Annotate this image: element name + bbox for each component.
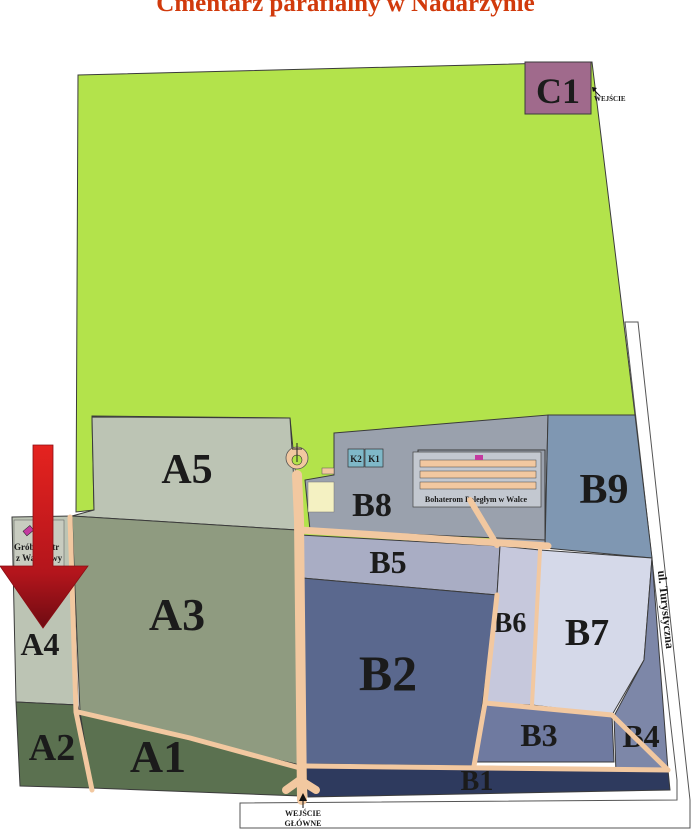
section-b3-label: B3 (520, 717, 557, 753)
section-b4-label: B4 (622, 718, 659, 754)
chapel-k2-label: K2 (350, 454, 362, 464)
section-b7-label: B7 (565, 612, 609, 654)
memorial-row-1 (419, 459, 537, 468)
map-title: Cmentarz parafialny w Nadarzynie (156, 0, 535, 17)
section-b1-label: B1 (461, 766, 494, 797)
section-c1-label: C1 (536, 71, 580, 111)
chapel-k1[interactable] (364, 448, 384, 468)
memorial-cross (475, 455, 483, 460)
section-a4-label: A4 (20, 626, 59, 662)
gatehouse (321, 467, 335, 475)
section-a5-label: A5 (161, 447, 212, 493)
memorial-label: Bohaterom Poległym w Walce (425, 495, 528, 504)
grave-marker (22, 525, 35, 537)
paths (67, 470, 671, 805)
entrance-c1-arrowhead (592, 87, 597, 92)
section-a1-label: A1 (130, 731, 186, 782)
main-entrance-label-line2: GŁÓWNE (285, 818, 322, 828)
section-b4[interactable] (613, 557, 669, 775)
section-b5-label: B5 (369, 544, 406, 580)
section-a3-label: A3 (149, 589, 205, 640)
b8-yard (307, 481, 335, 513)
section-b8-label: B8 (352, 487, 392, 524)
main-entrance-label-line1: WEJŚCIE (285, 808, 321, 818)
memorial-row-2 (419, 470, 537, 479)
chapel-k1-label: K1 (368, 454, 380, 464)
section-b6-label: B6 (494, 608, 527, 639)
main-entrance-arrowhead (299, 793, 307, 801)
red-down-arrow-icon (0, 444, 89, 629)
section-b2-label: B2 (359, 645, 417, 701)
section-a2-label: A2 (29, 727, 75, 769)
section-b9-label: B9 (579, 467, 628, 513)
chapel-k2[interactable] (347, 448, 365, 468)
section-c1[interactable] (524, 61, 592, 115)
memorial-row-3 (419, 481, 537, 490)
entrance-c1-label: WEJŚCIE (594, 95, 626, 103)
street-turystyczna (239, 321, 691, 829)
